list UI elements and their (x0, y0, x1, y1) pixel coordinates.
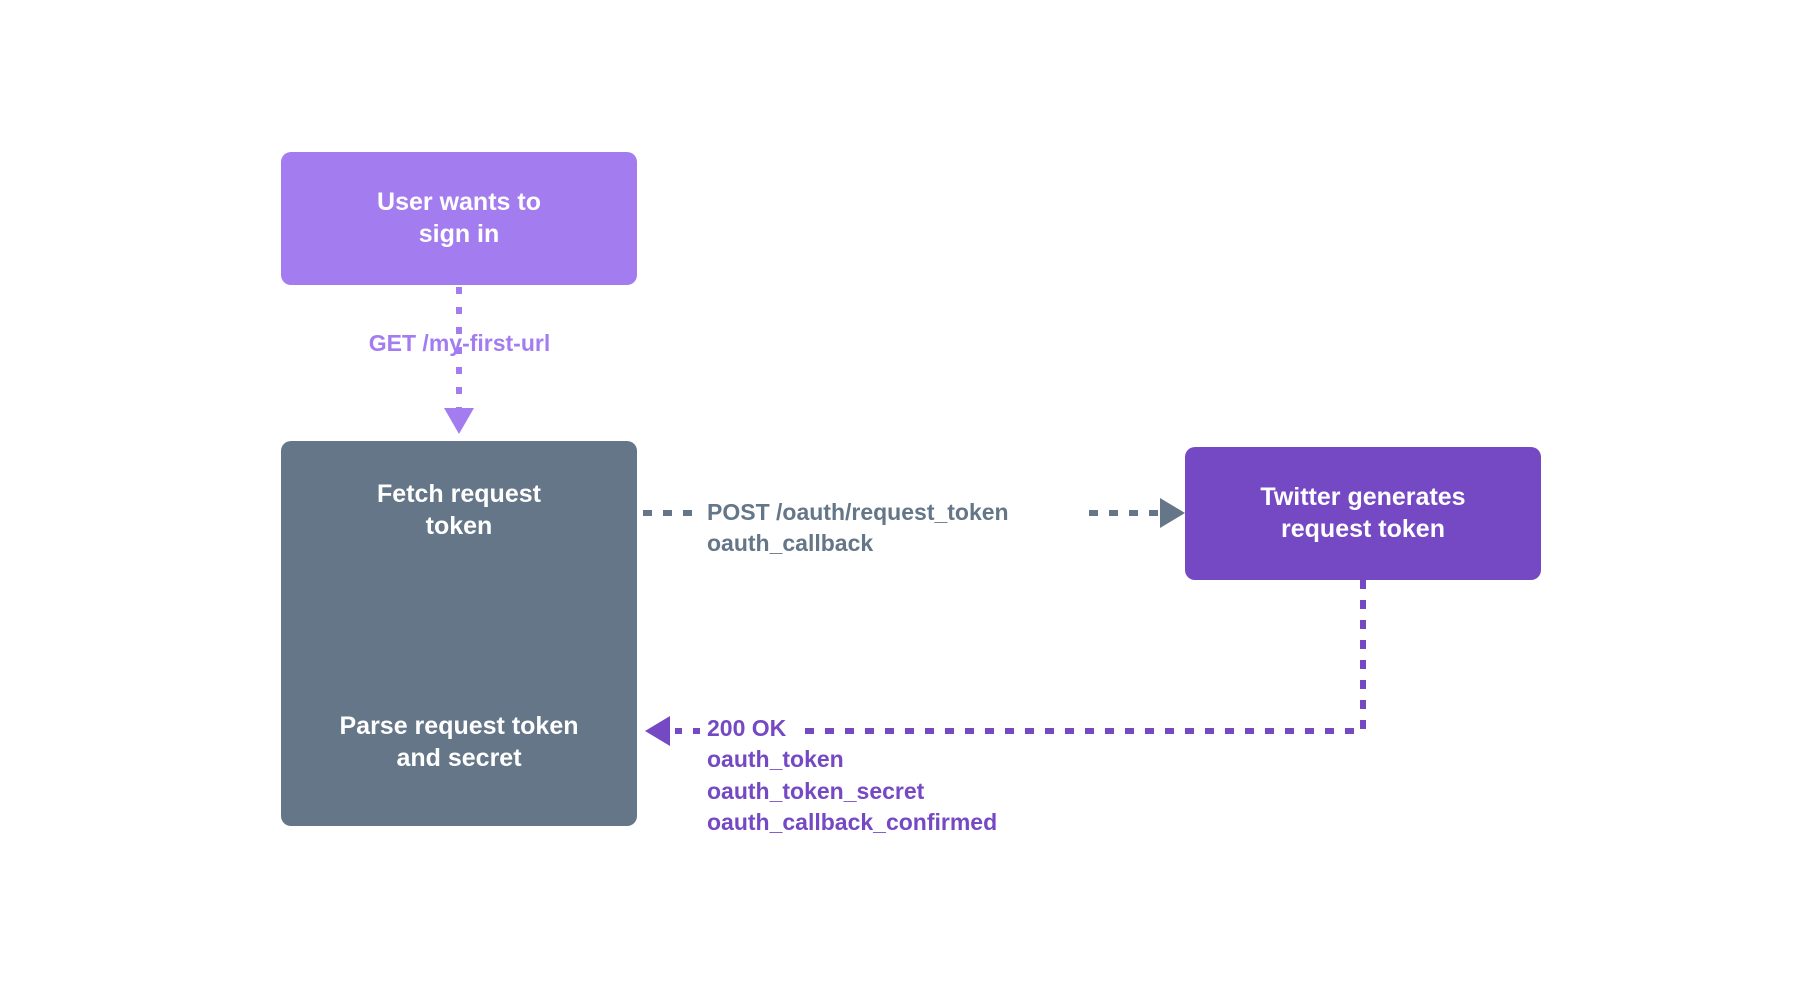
node-twitter-label: Twitter generates request token (1260, 483, 1466, 543)
edge-label-post-oauth-request-token: POST /oauth/request_token oauth_callback (707, 499, 1009, 557)
edge-twitter-to-app-path (800, 580, 1366, 734)
node-user-label: User wants to sign in (377, 188, 541, 248)
edge-user-to-app-arrowhead (444, 408, 474, 434)
edge-user-to-app (444, 287, 474, 434)
edge-app-to-twitter-arrowhead (1160, 498, 1185, 528)
node-fetch-request-token-label: Fetch request token (377, 480, 541, 540)
edge-twitter-to-app-arrowhead (645, 716, 670, 746)
edge-label-get-my-first-url: GET /my-first-url (368, 330, 551, 356)
node-application[interactable]: Fetch request token Parse request token … (281, 441, 637, 826)
node-user-wants-to-sign-in[interactable]: User wants to sign in (281, 152, 637, 285)
edge-label-200-ok-response: 200 OK oauth_token oauth_token_secret oa… (707, 715, 998, 835)
node-twitter-generates-request-token[interactable]: Twitter generates request token (1185, 447, 1541, 580)
node-parse-request-token-label: Parse request token and secret (339, 712, 579, 772)
